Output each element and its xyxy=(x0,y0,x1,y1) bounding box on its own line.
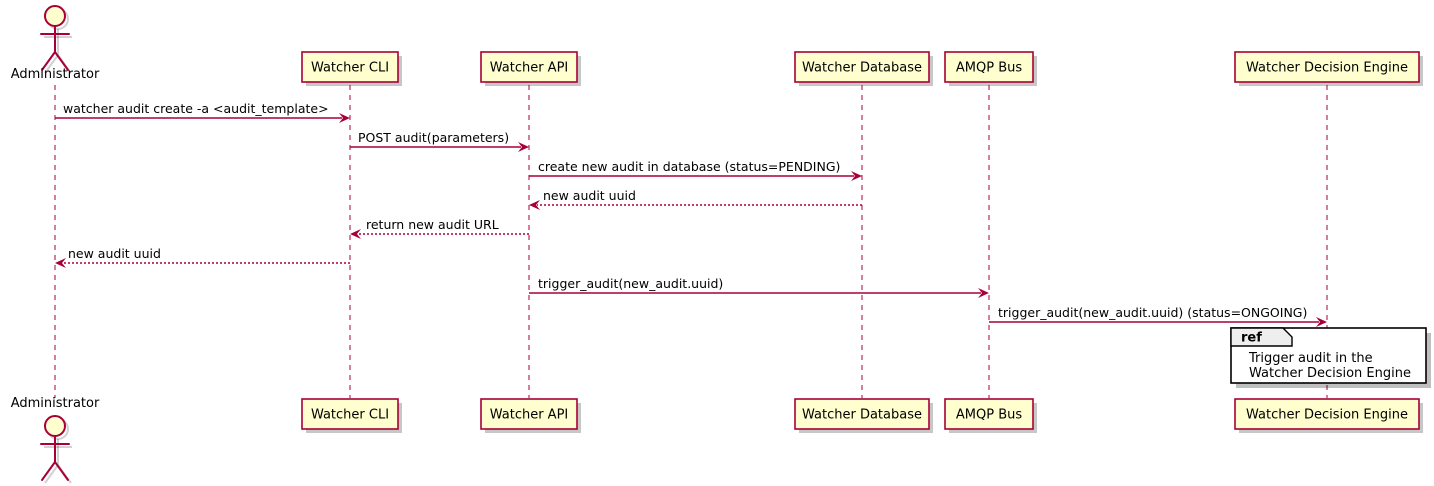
participant-box-watcher-database-bottom[interactable]: Watcher Database xyxy=(794,398,933,433)
message-m3: create new audit in database (status=PEN… xyxy=(529,159,862,181)
participant-label-watcher-api: Watcher API xyxy=(490,61,569,76)
message-arrowhead-m6 xyxy=(55,258,66,268)
ref-fragment-line-0: Trigger audit in the xyxy=(1248,351,1373,366)
messages-layer: watcher audit create -a <audit_template>… xyxy=(55,101,1327,327)
participant-box-amqp-bus-top[interactable]: AMQP Bus xyxy=(944,51,1037,86)
ref-fragment-tab-label: ref xyxy=(1241,331,1262,346)
message-label-m8: trigger_audit(new_audit.uuid) (status=ON… xyxy=(998,305,1307,320)
participant-box-rect xyxy=(1234,51,1420,83)
actor-leg-right xyxy=(54,461,69,481)
actor-administrator-top xyxy=(40,5,72,74)
participant-box-watcher-database-top[interactable]: Watcher Database xyxy=(794,51,933,86)
message-label-m7: trigger_audit(new_audit.uuid) xyxy=(538,276,723,291)
participant-label-decision-engine: Watcher Decision Engine xyxy=(1246,408,1408,423)
actor-leg-left xyxy=(41,51,56,71)
participant-box-rect xyxy=(1234,398,1420,430)
actor-leg-left-shadow xyxy=(44,54,59,74)
participant-label-amqp-bus: AMQP Bus xyxy=(956,408,1022,423)
actor-administrator-bottom xyxy=(40,415,72,484)
message-m2: POST audit(parameters) xyxy=(350,130,529,152)
participant-box-rect xyxy=(480,51,578,83)
participant-box-rect xyxy=(301,51,399,83)
message-label-m5: return new audit URL xyxy=(366,217,499,232)
message-arrowhead-m7 xyxy=(978,288,989,298)
message-label-m3: create new audit in database (status=PEN… xyxy=(538,159,840,174)
message-m8: trigger_audit(new_audit.uuid) (status=ON… xyxy=(989,305,1327,327)
message-m7: trigger_audit(new_audit.uuid) xyxy=(529,276,989,298)
message-m5: return new audit URL xyxy=(350,217,529,239)
participant-box-rect xyxy=(301,398,399,430)
participant-box-rect xyxy=(794,51,930,83)
participant-label-watcher-cli: Watcher CLI xyxy=(311,61,389,76)
message-arrowhead-m8 xyxy=(1316,317,1327,327)
message-label-m6: new audit uuid xyxy=(68,246,161,261)
participant-box-rect xyxy=(480,398,578,430)
actor-head xyxy=(44,415,66,437)
participant-box-amqp-bus-bottom[interactable]: AMQP Bus xyxy=(944,398,1037,433)
lifelines-layer xyxy=(54,85,1328,398)
participant-box-watcher-cli-top[interactable]: Watcher CLI xyxy=(301,51,402,86)
participant-label-watcher-database: Watcher Database xyxy=(802,408,922,423)
message-m1: watcher audit create -a <audit_template> xyxy=(55,101,350,123)
message-label-m2: POST audit(parameters) xyxy=(358,130,509,145)
message-arrowhead-m1 xyxy=(339,113,350,123)
participant-box-rect xyxy=(944,398,1034,430)
actor-leg-right xyxy=(54,51,69,71)
participant-box-decision-engine-bottom[interactable]: Watcher Decision Engine xyxy=(1234,398,1423,433)
participant-box-watcher-cli-bottom[interactable]: Watcher CLI xyxy=(301,398,402,433)
participant-label-decision-engine: Watcher Decision Engine xyxy=(1246,61,1408,76)
message-arrowhead-m5 xyxy=(350,229,361,239)
actor-leg-left-shadow xyxy=(44,464,59,484)
participant-label-watcher-api: Watcher API xyxy=(490,408,569,423)
participant-box-rect xyxy=(944,51,1034,83)
actor-head xyxy=(44,5,66,27)
message-m4: new audit uuid xyxy=(529,188,862,210)
actor-label-administrator-top: Administrator xyxy=(11,67,100,82)
ref-fragment-line-1: Watcher Decision Engine xyxy=(1249,366,1411,381)
participant-label-watcher-database: Watcher Database xyxy=(802,61,922,76)
participant-box-watcher-api-top[interactable]: Watcher API xyxy=(480,51,581,86)
message-label-m1: watcher audit create -a <audit_template> xyxy=(63,101,329,116)
participant-box-watcher-api-bottom[interactable]: Watcher API xyxy=(480,398,581,433)
actor-leg-left xyxy=(41,461,56,481)
participant-box-rect xyxy=(794,398,930,430)
message-m6: new audit uuid xyxy=(55,246,350,268)
message-arrowhead-m4 xyxy=(529,200,540,210)
ref-fragment-tab xyxy=(1230,327,1293,347)
message-label-m4: new audit uuid xyxy=(543,188,636,203)
participant-label-amqp-bus: AMQP Bus xyxy=(956,61,1022,76)
message-arrowhead-m3 xyxy=(851,171,862,181)
actor-label-administrator-bottom: Administrator xyxy=(11,396,100,411)
message-arrowhead-m2 xyxy=(518,142,529,152)
participant-box-decision-engine-top[interactable]: Watcher Decision Engine xyxy=(1234,51,1423,86)
participant-label-watcher-cli: Watcher CLI xyxy=(311,408,389,423)
